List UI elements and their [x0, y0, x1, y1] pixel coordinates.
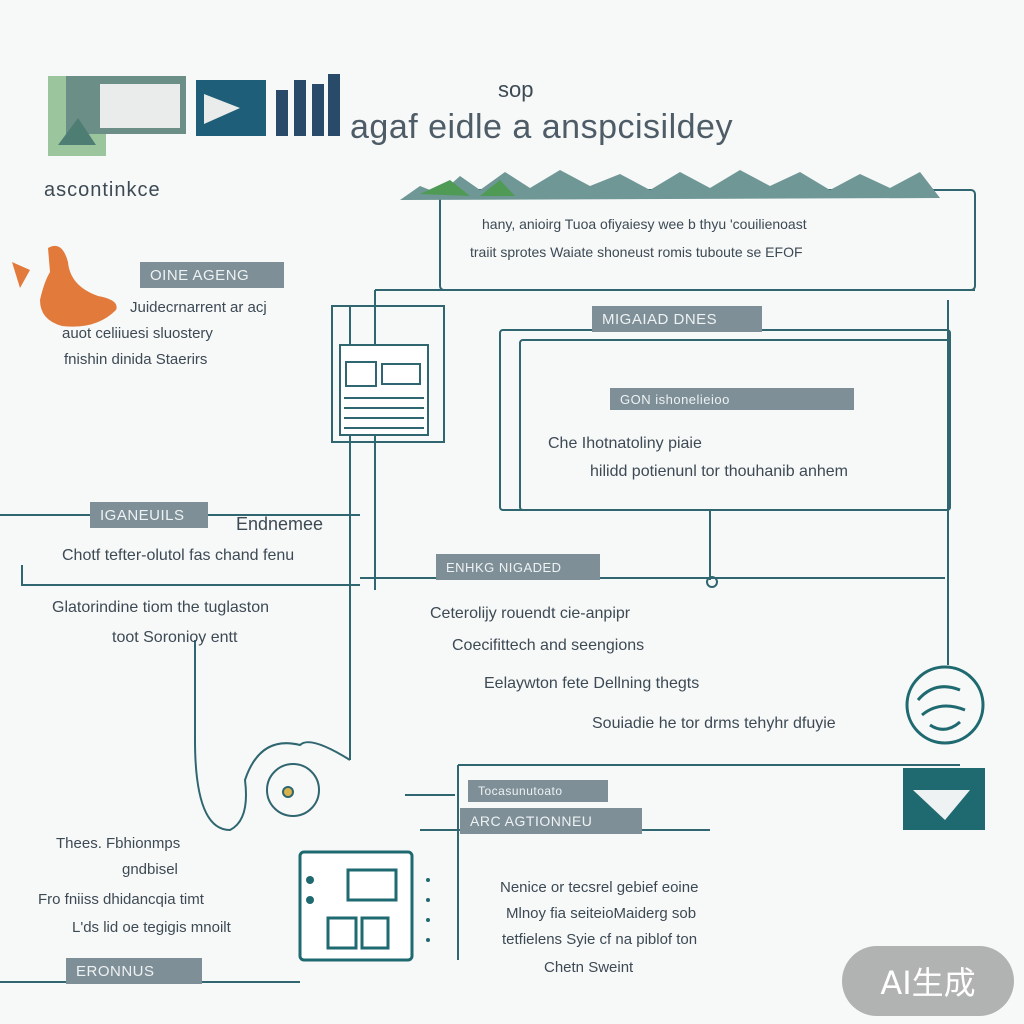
- intro-line-2: traiit sprotes Waiate shoneust romis tub…: [470, 244, 803, 260]
- mid-left-line-1: Chotf tefter-olutol fas chand fenu: [62, 547, 295, 564]
- header-small-word: sop: [498, 77, 534, 102]
- intro-line-1: hany, anioirg Tuoa ofiyaiesy wee b thyu …: [482, 216, 807, 232]
- bottom-right-line-3: tetfielens Syie cf na piblof ton: [502, 931, 698, 948]
- mid-left-label: IGANEUILS: [90, 502, 208, 528]
- left-block-line-3: fnishin dinida Staerirs: [64, 351, 208, 368]
- card-icon: [903, 768, 985, 830]
- left-block-line-1: Juidecrnarrent ar acj: [130, 299, 267, 316]
- right-panel-subtag: GON ishonelieioo: [610, 388, 854, 410]
- bottom-right-small-tag: Tocasunutoato: [468, 780, 608, 802]
- ai-generated-badge: AI生成: [842, 946, 1014, 1016]
- bottom-left-line-1: Thees. Fbhionmps: [56, 835, 181, 852]
- machine-icon: [298, 850, 414, 962]
- bottom-right-line-1: Nenice or tecsrel gebief eoine: [500, 879, 699, 896]
- right-panel-tag: MIGAIAD DNES: [592, 306, 762, 332]
- right-panel-line-2: hilidd potienunl tor thouhanib anhem: [590, 463, 848, 480]
- bottom-right-line-2: Mlnoy fia seiteioMaiderg sob: [506, 905, 697, 922]
- mid-left-side-text: Endnemee: [236, 514, 324, 534]
- bottom-right-line-4: Chetn Sweint: [544, 959, 634, 976]
- creature-icon: [12, 245, 117, 327]
- logo-graphic: [48, 74, 340, 156]
- mid-right-label: ENHKG NIGADED: [436, 554, 600, 580]
- globe-icon: [905, 665, 985, 745]
- bottom-left-label: ERONNUS: [66, 958, 202, 984]
- left-block-label: OINE AGENG: [140, 262, 284, 288]
- mid-right-line-2: Coecifittech and seengions: [452, 637, 645, 654]
- skyline-graphic: [400, 170, 940, 200]
- mid-right-line-1: Ceterolijy rouendt cie-anpipr: [430, 605, 631, 622]
- left-block-line-2: auot celiiuesi sluostery: [62, 325, 213, 342]
- mid-right-line-4: Souiadie he tor drms tehyhr dfuyie: [592, 715, 836, 732]
- atom-icon: [266, 763, 320, 817]
- left-paragraph-line-1: Glatorindine tiom the tuglaston: [52, 599, 270, 616]
- mid-right-line-3: Eelaywton fete Dellning thegts: [484, 675, 700, 692]
- left-paragraph-line-2: toot Soronioy entt: [112, 629, 238, 646]
- header-tagline: ascontinkce: [44, 179, 161, 201]
- bottom-right-tag: ARC AGTIONNEU: [460, 808, 642, 834]
- right-panel-line-1: Che Ihotnatoliny piaie: [548, 435, 702, 452]
- page-title: agaf eidle a anspcisildey: [350, 108, 733, 146]
- bottom-left-line-3: Fro fniiss dhidancqia timt: [38, 891, 204, 908]
- bottom-left-line-2: gndbisel: [122, 861, 178, 878]
- bottom-left-line-4: L'ds lid oe tegigis mnoilt: [72, 919, 231, 936]
